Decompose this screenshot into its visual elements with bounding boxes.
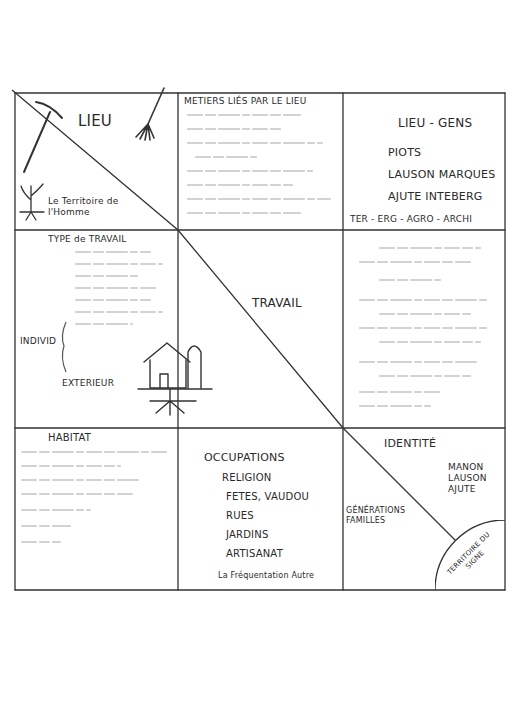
house-drawing: [150, 360, 186, 388]
grid-lines: [15, 93, 505, 590]
quarter-circle: TERRITOIRE DU SIGNE: [435, 520, 505, 590]
cell-text: La Fréquentation Autre: [218, 571, 314, 581]
cell-heading: HABITAT: [48, 432, 91, 444]
cell-text: PIOTS: [388, 146, 421, 159]
cell-text: MANON LAUSON AJUTE: [448, 462, 494, 494]
faded-handwriting: [22, 452, 168, 542]
broom-icon: [148, 88, 164, 124]
grid-cell: OCCUPATIONS RELIGION FETES, VAUDOU RUES JARD…: [178, 428, 343, 590]
cell-text: RELIGION: [222, 472, 271, 484]
cell-heading: METIERS LIÉS PAR LE LIEU: [184, 96, 306, 107]
plant-icon: [21, 184, 43, 220]
pickaxe-icon: [36, 102, 62, 118]
pickaxe-icon: [24, 102, 62, 172]
grid-lines: [15, 93, 505, 590]
grid-cell: HABITAT: [15, 428, 178, 590]
cell-text: LAUSON MARQUES: [388, 168, 495, 181]
pickaxe-icon: [24, 112, 50, 172]
house-drawing: [188, 346, 201, 388]
house-drawing: [160, 374, 168, 388]
cell-text: AJUTE INTEBERG: [388, 190, 483, 203]
cell-text: RUES: [226, 510, 254, 522]
cell-text: ARTISANAT: [226, 548, 283, 560]
grid-lines: [15, 93, 505, 590]
cell-heading: TYPE de TRAVAIL: [48, 234, 126, 245]
broom-icon: [136, 88, 164, 140]
grid-cell: LIEU Le Territoire de l'Homme: [15, 93, 178, 230]
grid-cell: LIEU - GENS PIOTS LAUSON MARQUES AJUTE INTE…: [343, 93, 505, 230]
cell-text: INDIVID: [20, 336, 56, 347]
cell-heading: LIEU - GENS: [398, 116, 472, 130]
cell-text: TER - ERG - AGRO - ARCHI: [350, 214, 472, 225]
grid-cell: METIERS LIÉS PAR LE LIEU: [178, 93, 343, 230]
faded-handwriting: [76, 252, 162, 324]
cell-heading: IDENTITÉ: [384, 437, 436, 450]
cell-heading: LIEU: [78, 112, 112, 130]
cell-text: FETES, VAUDOU: [226, 491, 309, 503]
broom-icon: [136, 124, 154, 140]
cell-text: GÉNÉRATIONS FAMILLES: [346, 506, 414, 525]
house-drawing: [150, 389, 196, 415]
bracket: [62, 322, 66, 372]
cell-text: EXTERIEUR: [62, 378, 114, 389]
grid-cell: TYPE de TRAVAIL INDIVID EXTERIEUR: [15, 230, 178, 428]
grid-cell: TRAVAIL: [178, 230, 343, 428]
house-drawing: [138, 343, 212, 415]
cell-heading: TRAVAIL: [252, 296, 302, 310]
cell-text: Le Territoire de l'Homme: [48, 196, 128, 218]
house-drawing: [144, 343, 190, 362]
plant-icon: [20, 184, 44, 220]
faded-handwriting: [360, 248, 490, 406]
arc-line: [435, 520, 505, 590]
grid-cell: IDENTITÉ MANON LAUSON AJUTE GÉNÉRATIONS FA…: [343, 428, 505, 590]
diagonal-line: [12, 90, 456, 541]
house-drawing: [138, 388, 212, 389]
faded-handwriting: [188, 115, 330, 213]
cell-heading: OCCUPATIONS: [204, 451, 285, 464]
cell-heading: TERRITOIRE DU SIGNE: [444, 529, 499, 584]
cell-text: JARDINS: [226, 529, 268, 541]
